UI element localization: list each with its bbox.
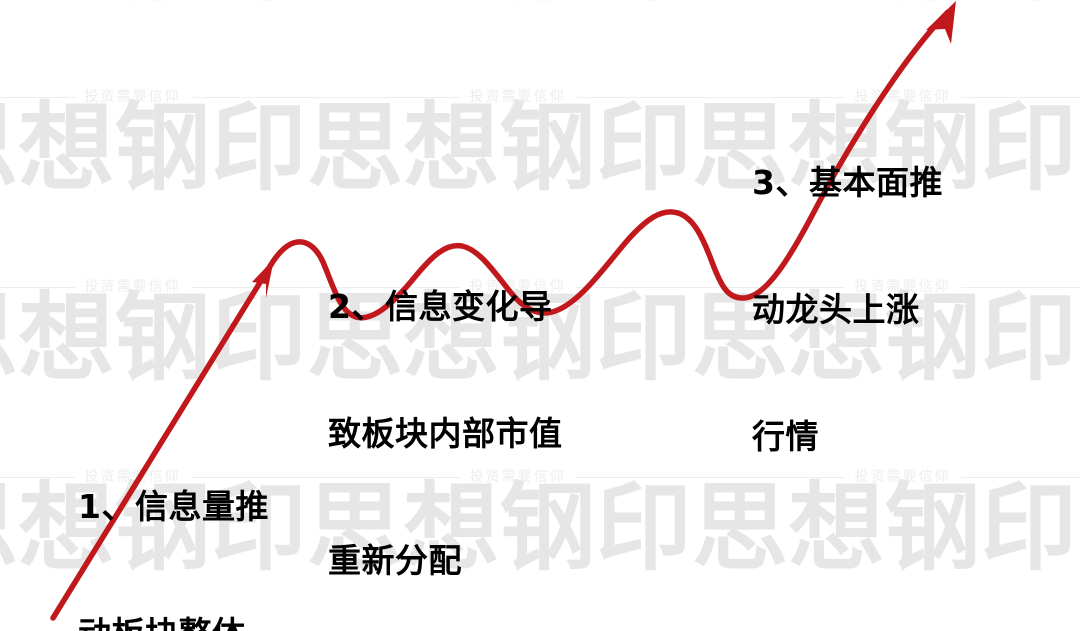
watermark-rule-unit: 投资需要信仰 xyxy=(0,280,325,294)
watermark-dash xyxy=(0,476,75,478)
watermark-rule-text: 投资需要信仰 xyxy=(469,89,566,105)
watermark-rule-unit: 投资需要信仰 xyxy=(0,90,325,104)
watermark-glyph: 思 xyxy=(307,92,403,204)
watermark-dash xyxy=(0,286,75,288)
watermark-glyph: 钢 xyxy=(499,92,596,204)
watermark-glyph: 印 xyxy=(210,282,307,394)
annotation-stage-1-line-2: 动板块整体 xyxy=(78,613,269,631)
annotation-stage-3-line-2: 动龙头上涨 xyxy=(752,290,920,330)
watermark-glyph: 思 xyxy=(307,0,403,6)
watermark-glyph: 印 xyxy=(210,92,307,204)
annotation-stage-1-line-1: 1、信息量推 xyxy=(78,487,269,527)
watermark-rule-text: 投资需要信仰 xyxy=(84,89,181,105)
watermark-glyph: 想 xyxy=(403,0,499,6)
watermark-glyph: 印 xyxy=(595,472,692,584)
annotation-stage-2-line-3: 重新分配 xyxy=(328,540,462,580)
annotation-stage-2: 2、信息变化导 致板块内部市值 重新分配 xyxy=(328,202,563,631)
watermark-glyph: 印 xyxy=(596,0,692,6)
watermark-dash xyxy=(190,96,325,98)
watermark-glyph: 思 xyxy=(0,480,18,576)
annotation-stage-3-line-3: 行情 xyxy=(752,416,819,456)
annotation-stage-3-line-1: 3、基本面推 xyxy=(752,163,943,203)
watermark-dash xyxy=(190,286,325,288)
watermark-glyph: 想 xyxy=(18,282,115,394)
watermark-glyph: 印 xyxy=(981,0,1077,6)
watermark-glyph: 想 xyxy=(403,92,500,204)
watermark-glyph: 思 xyxy=(0,100,18,196)
watermark-glyph: 印 xyxy=(980,92,1077,204)
watermark-glyph: 钢 xyxy=(115,0,211,6)
watermark-dash xyxy=(960,476,1080,478)
watermark-glyph: 印 xyxy=(595,92,692,204)
mid-arrowhead-icon xyxy=(252,259,274,298)
watermark-dash xyxy=(575,476,710,478)
watermark-band: 投资需要信仰投资需要信仰投资需要信仰投资需要信仰投资需要信仰投资需要信仰思想钢印… xyxy=(0,0,1080,48)
watermark-glyph: 印 xyxy=(980,472,1077,584)
watermark-glyph: 钢 xyxy=(885,0,981,6)
watermark-glyph: 钢 xyxy=(500,0,596,6)
watermark-glyph: 思 xyxy=(0,0,18,6)
watermark-big-text: 思想钢印思想钢印思想钢印思想钢印思想钢印思想钢印 xyxy=(0,0,1080,6)
watermark-glyph: 印 xyxy=(211,0,307,6)
watermark-glyph: 想 xyxy=(788,0,884,6)
watermark-dash xyxy=(325,96,460,98)
watermark-rule-unit: 投资需要信仰 xyxy=(325,90,710,104)
watermark-glyph: 钢 xyxy=(114,92,211,204)
annotation-stage-2-line-2: 致板块内部市值 xyxy=(328,414,563,454)
annotation-stage-2-line-1: 2、信息变化导 xyxy=(328,287,553,327)
watermark-dash xyxy=(575,286,710,288)
watermark-rule-text: 投资需要信仰 xyxy=(84,279,181,295)
watermark-glyph: 想 xyxy=(18,92,115,204)
watermark-glyph: 思 xyxy=(692,0,788,6)
end-arrowhead-icon xyxy=(926,1,956,44)
watermark-glyph: 钢 xyxy=(114,282,211,394)
watermark-glyph: 想 xyxy=(18,0,114,6)
watermark-glyph: 思 xyxy=(0,290,18,386)
watermark-dash xyxy=(960,286,1080,288)
watermark-glyph: 印 xyxy=(980,282,1077,394)
watermark-dash xyxy=(960,96,1080,98)
annotation-stage-3: 3、基本面推 动龙头上涨 行情 xyxy=(752,78,943,543)
watermark-dash xyxy=(575,96,710,98)
watermark-glyph: 印 xyxy=(595,282,692,394)
watermark-dash xyxy=(0,96,75,98)
annotation-stage-1: 1、信息量推 动板块整体 上涨 xyxy=(78,402,269,631)
